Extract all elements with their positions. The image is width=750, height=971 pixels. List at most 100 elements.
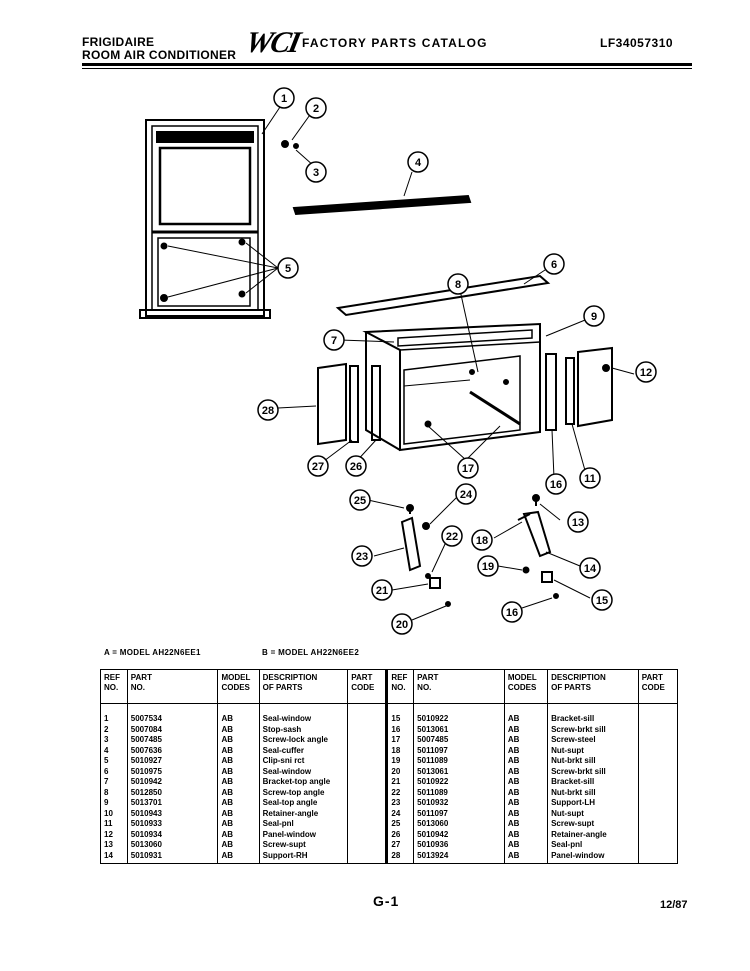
cell-model: AB (503, 808, 549, 819)
cell-part: 5013924 (413, 850, 505, 864)
header-rule (82, 63, 692, 66)
callout: 14 (579, 557, 601, 579)
part-seal-27 (349, 365, 359, 443)
callout: 16 (501, 601, 523, 623)
svg-text:23: 23 (356, 551, 368, 563)
cell-model: AB (217, 745, 260, 756)
cell-code (347, 703, 388, 725)
cell-model: AB (503, 850, 549, 864)
svg-text:3: 3 (313, 167, 319, 179)
cell-desc: Support-RH (258, 850, 349, 864)
svg-text:13: 13 (572, 517, 584, 529)
cell-ref: 11 (100, 819, 128, 830)
part-support-lh-23 (400, 516, 422, 572)
brand-block: FRIGIDAIRE ROOM AIR CONDITIONER (82, 36, 236, 62)
callout: 3 (305, 161, 327, 183)
cell-model: AB (217, 787, 260, 798)
cell-ref: 21 (385, 777, 415, 788)
cell-ref: 22 (385, 787, 415, 798)
cell-part: 5010932 (413, 798, 505, 809)
cell-desc: Seal-top angle (258, 798, 349, 809)
svg-text:12: 12 (640, 367, 652, 379)
cell-code (637, 777, 679, 788)
cell-code (637, 850, 679, 864)
cell-ref: 1 (100, 703, 128, 725)
cell-model: AB (503, 745, 549, 756)
part-support-rh-14 (522, 510, 552, 558)
callout: 25 (349, 489, 371, 511)
cell-code (347, 745, 388, 756)
cell-ref: 2 (100, 724, 128, 735)
callout: 27 (307, 455, 329, 477)
callout: 2 (305, 97, 327, 119)
cell-ref: 16 (385, 724, 415, 735)
cell-ref: 25 (385, 819, 415, 830)
callout: 1 (273, 87, 295, 109)
cell-ref: 7 (100, 777, 128, 788)
svg-text:16: 16 (506, 607, 518, 619)
cell-ref: 10 (100, 808, 128, 819)
callout: 6 (543, 253, 565, 275)
cell-model: AB (503, 735, 549, 746)
cell-part: 5012850 (126, 787, 219, 798)
cell-ref: 9 (100, 798, 128, 809)
cell-part: 5010942 (126, 777, 219, 788)
cell-desc: Screw-top angle (258, 787, 349, 798)
cell-code (637, 808, 679, 819)
cell-desc: Seal-pnl (258, 819, 349, 830)
cell-ref: 3 (100, 735, 128, 746)
callout: 21 (371, 579, 393, 601)
cell-desc: Panel-window (258, 829, 349, 840)
cell-desc: Seal-window (258, 703, 349, 725)
cell-desc: Seal-pnl (547, 840, 639, 851)
cell-code (347, 798, 388, 809)
cell-desc: Nut-supt (547, 808, 639, 819)
cell-part: 5013061 (413, 766, 505, 777)
cabinet-sleeve (362, 322, 541, 452)
svg-text:26: 26 (350, 461, 362, 473)
svg-text:20: 20 (396, 619, 408, 631)
cell-desc: Bracket-sill (547, 703, 639, 725)
cell-model: AB (217, 724, 260, 735)
callout: 12 (635, 361, 657, 383)
cell-code (347, 819, 388, 830)
cell-ref: 27 (385, 840, 415, 851)
callout: 4 (407, 151, 429, 173)
svg-text:1: 1 (281, 93, 287, 105)
cell-model: AB (217, 735, 260, 746)
part-retainer-26 (371, 365, 381, 441)
cell-part: 5013060 (126, 840, 219, 851)
cell-part: 5013701 (126, 798, 219, 809)
svg-text:11: 11 (584, 473, 596, 485)
cell-model: AB (503, 798, 549, 809)
cell-part: 5010942 (413, 829, 505, 840)
cell-ref: 18 (385, 745, 415, 756)
cell-part: 5010933 (126, 819, 219, 830)
model-number: LF34057310 (600, 36, 674, 50)
callout: 18 (471, 529, 493, 551)
svg-text:24: 24 (460, 489, 473, 501)
cell-part: 5010975 (126, 766, 219, 777)
cell-desc: Nut-brkt sill (547, 756, 639, 767)
cell-model: AB (503, 819, 549, 830)
cell-model: AB (217, 766, 260, 777)
cell-ref: 28 (385, 850, 415, 864)
cell-ref: 6 (100, 766, 128, 777)
cell-ref: 12 (100, 829, 128, 840)
svg-text:22: 22 (446, 531, 458, 543)
cell-code (637, 703, 679, 725)
cell-desc: Screw-supt (258, 840, 349, 851)
cell-code (637, 798, 679, 809)
cell-model: AB (503, 787, 549, 798)
model-legend-b: B = MODEL AH22N6EE2 (262, 648, 360, 657)
svg-text:8: 8 (455, 279, 461, 291)
svg-text:27: 27 (312, 461, 324, 473)
callout: 28 (257, 399, 279, 421)
